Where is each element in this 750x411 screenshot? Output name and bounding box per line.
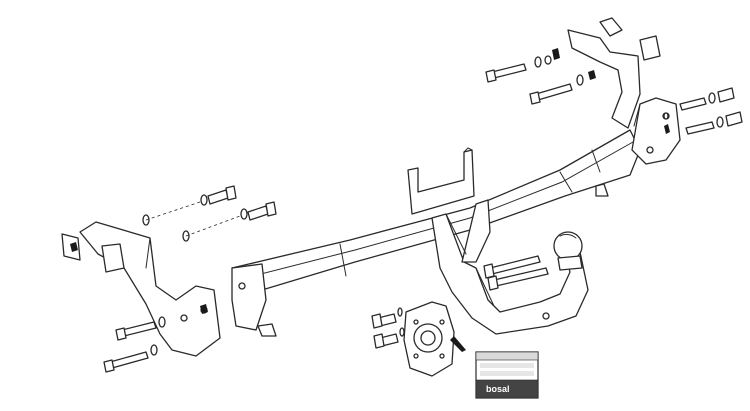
left-fasteners — [70, 185, 277, 373]
id-plate-brand: bosal — [486, 384, 510, 394]
plate-bolts — [371, 307, 405, 349]
neck-bolts — [483, 255, 549, 291]
center-bracket — [407, 147, 475, 215]
id-plate: bosal — [475, 351, 539, 399]
tow-neck — [431, 199, 589, 335]
left-side-bracket — [61, 221, 277, 357]
right-fasteners — [485, 48, 743, 135]
socket-plate — [403, 301, 466, 377]
